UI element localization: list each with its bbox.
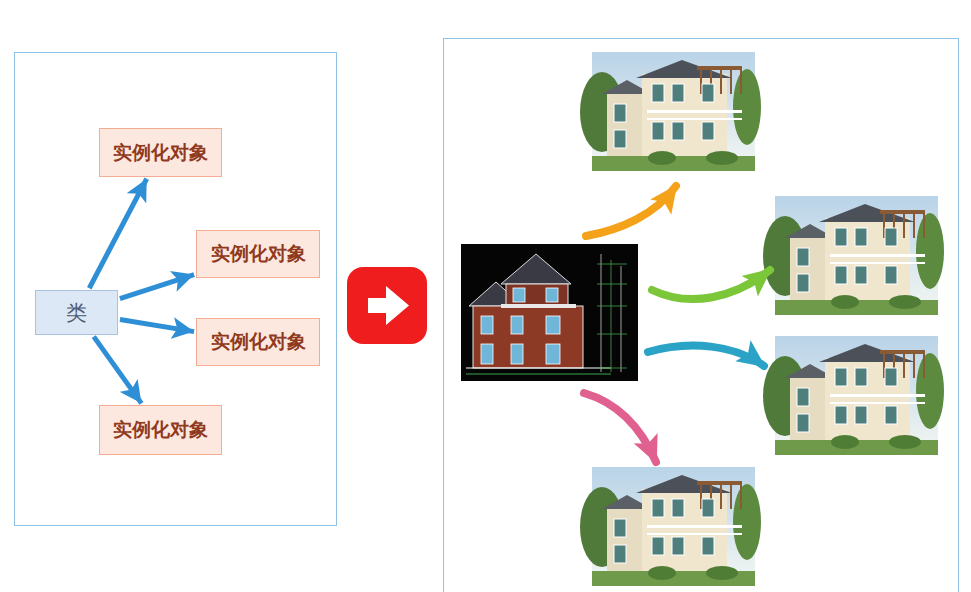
left-panel [15, 53, 337, 526]
house-photo [763, 336, 944, 455]
node-label: 实例化对象 [113, 417, 208, 443]
curved-arrow [652, 270, 770, 299]
node-label: 类 [66, 299, 87, 327]
connector-arrow [94, 337, 142, 404]
connector-arrow [120, 275, 194, 299]
right-panel [444, 39, 959, 592]
object-box: 实例化对象 [196, 230, 320, 278]
connector-arrow [120, 320, 194, 332]
house-photo [580, 467, 761, 586]
curved-arrow [584, 393, 656, 462]
curved-arrow [586, 186, 676, 236]
class-box: 类 [35, 290, 118, 335]
arrow-icon [368, 286, 409, 325]
blueprint-drawing [461, 244, 638, 381]
curved-arrow [648, 346, 764, 366]
node-label: 实例化对象 [113, 140, 208, 166]
node-label: 实例化对象 [211, 329, 306, 355]
object-box: 实例化对象 [196, 318, 320, 366]
house-photo [580, 52, 761, 171]
house-photo [763, 196, 944, 315]
object-box: 实例化对象 [99, 405, 222, 455]
arrow-button [347, 267, 427, 344]
connector-arrow [89, 179, 146, 288]
node-label: 实例化对象 [211, 241, 306, 267]
object-box: 实例化对象 [99, 128, 222, 177]
